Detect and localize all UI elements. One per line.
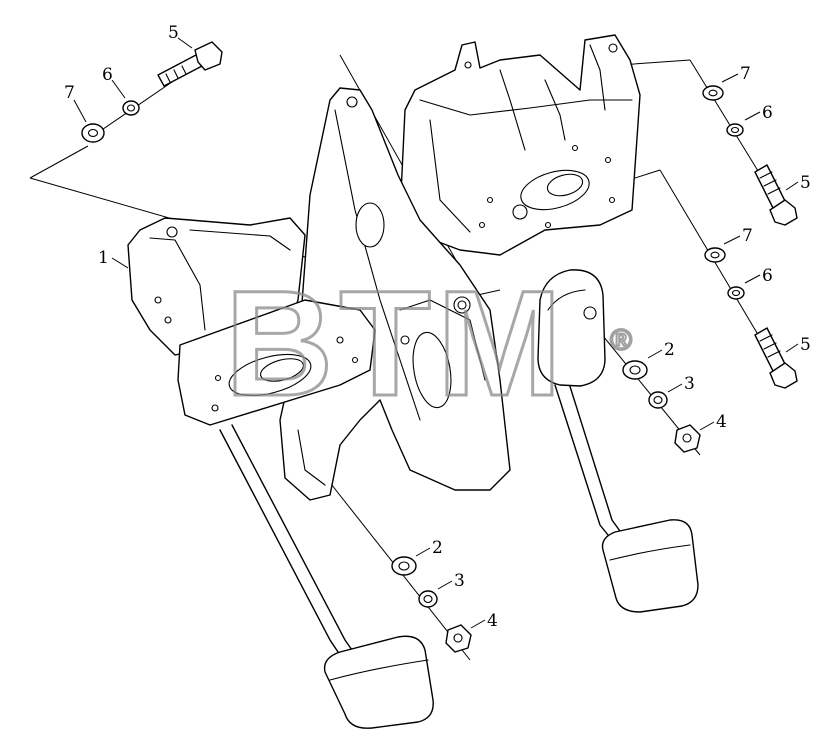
left-housing-part-1: [127, 217, 376, 426]
bolt-icon: [157, 54, 203, 87]
callout-1: 1: [98, 248, 109, 268]
watermark-registered-mark: ®: [610, 324, 632, 357]
callout-4: 4: [487, 611, 498, 631]
callout-2: 2: [432, 538, 443, 558]
callout-3: 3: [684, 374, 695, 394]
callout-2: 2: [664, 340, 675, 360]
left-pedal: [219, 424, 434, 729]
callout-7: 7: [740, 64, 751, 84]
central-bracket: [279, 87, 511, 501]
callout-6: 6: [102, 65, 113, 85]
callout-6: 6: [762, 266, 773, 286]
right-lower-fasteners: [704, 247, 798, 389]
callout-7: 7: [742, 226, 753, 246]
callout-6: 6: [762, 103, 773, 123]
callout-5: 5: [168, 23, 179, 43]
callout-4: 4: [716, 412, 727, 432]
watermark: BTM ®: [224, 258, 634, 429]
callout-5: 5: [800, 335, 811, 355]
watermark-text: BTM: [225, 259, 568, 427]
right-pedal: [537, 269, 699, 613]
right-mounting-bracket: [399, 34, 641, 256]
callout-3: 3: [454, 571, 465, 591]
right-pivot-fasteners: [622, 360, 701, 453]
right-upper-fasteners: [702, 85, 798, 226]
left-top-fasteners: [81, 41, 223, 143]
callout-7: 7: [64, 83, 75, 103]
callouts: 1 2 3 4 2 3 4 5 6 7 5 6 7 5 6 7: [64, 23, 811, 631]
left-pivot-fasteners: [391, 556, 472, 653]
callout-5: 5: [800, 173, 811, 193]
